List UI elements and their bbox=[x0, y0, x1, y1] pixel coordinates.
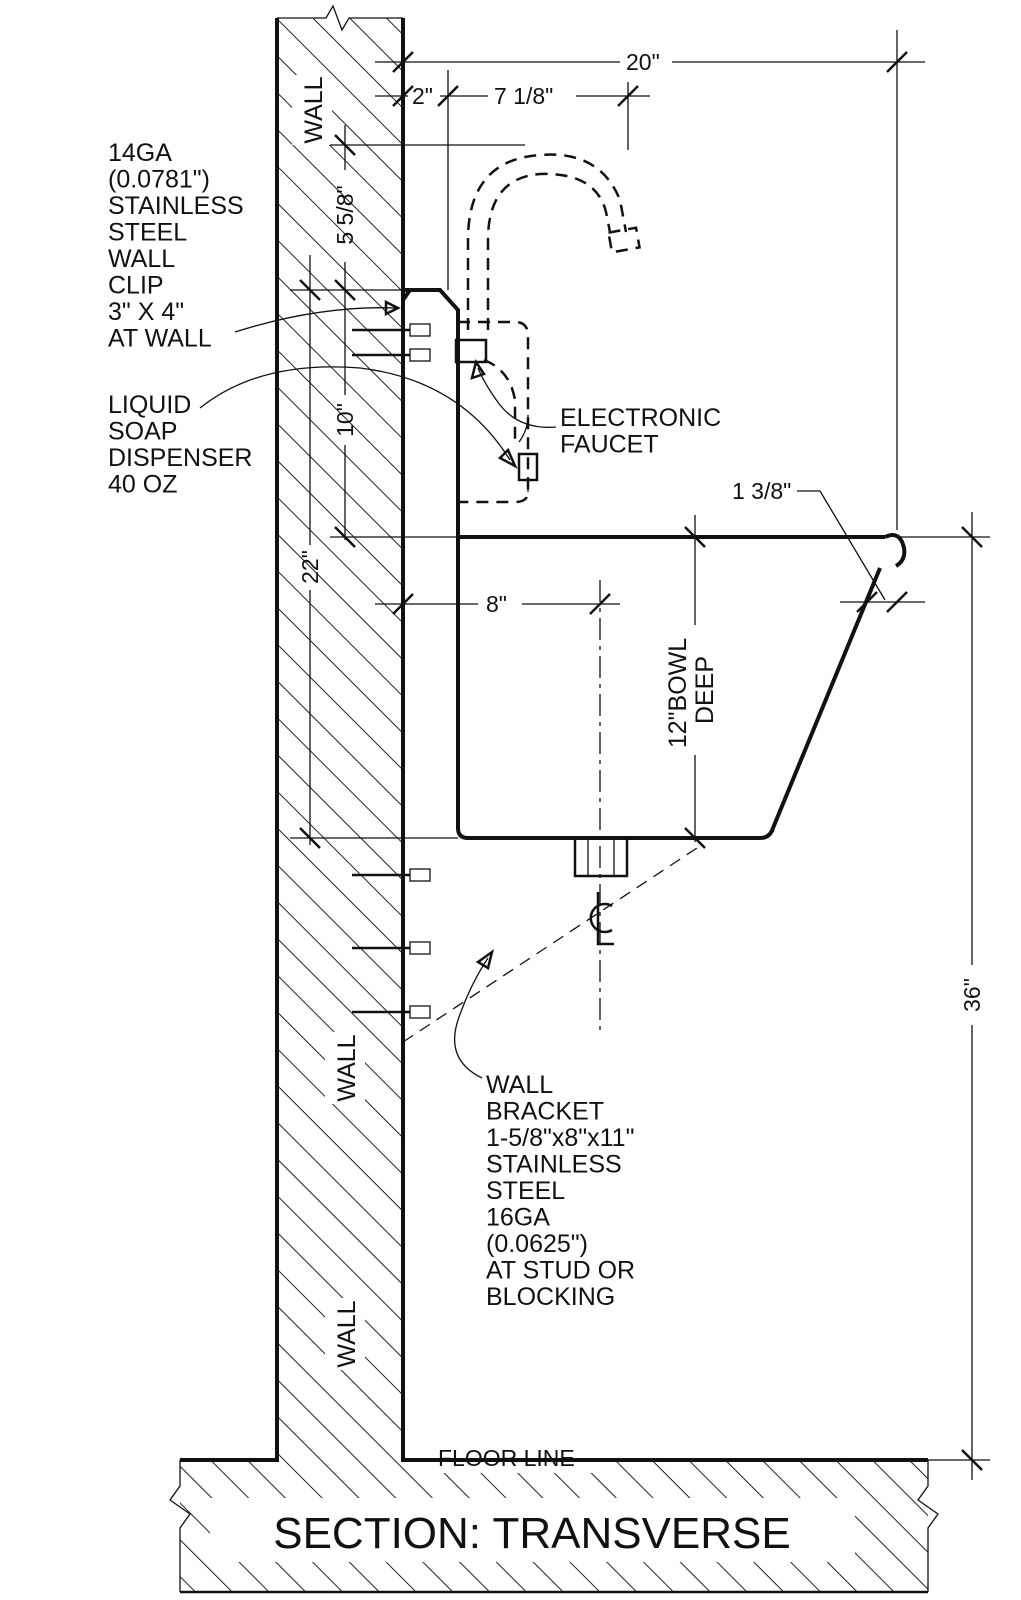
leader-lines bbox=[199, 299, 557, 1079]
electronic-faucet bbox=[454, 153, 641, 504]
dimension-lines bbox=[290, 30, 990, 1480]
drain-fitting bbox=[573, 836, 629, 878]
note-wall-bracket: WALL BRACKET 1-5/8"x8"x11" STAINLESS STE… bbox=[486, 1071, 642, 1311]
note-wall-clip: 14GA (0.0781") STAINLESS STEEL WALL CLIP… bbox=[108, 139, 251, 353]
wall-label-mid: WALL bbox=[333, 1034, 361, 1101]
dim-spout-reach: 7 1/8" bbox=[494, 83, 553, 109]
dim-drain-offset: 8" bbox=[486, 591, 507, 617]
dim-clip-to-rim: 10" bbox=[332, 403, 358, 437]
screw-2 bbox=[352, 348, 431, 362]
note-bowl-depth: 12"BOWL DEEP bbox=[664, 632, 719, 748]
wall bbox=[169, 4, 939, 1594]
screw-1 bbox=[352, 323, 431, 337]
wall-label-low: WALL bbox=[333, 1300, 361, 1367]
note-electronic-faucet: ELECTRONIC FAUCET bbox=[560, 404, 728, 459]
drain-centerline bbox=[589, 580, 614, 1035]
dim-faucet-offset: 2" bbox=[412, 83, 433, 109]
dim-faucet-height: 5 5/8" bbox=[332, 185, 358, 244]
soap-dispenser bbox=[517, 414, 539, 492]
sink-bowl bbox=[401, 288, 907, 840]
screw-5 bbox=[352, 1005, 431, 1019]
dim-rim-roll: 1 3/8" bbox=[732, 478, 791, 504]
screw-4 bbox=[352, 941, 431, 955]
screw-3 bbox=[352, 868, 431, 882]
wall-label-top: WALL bbox=[300, 76, 328, 143]
note-soap-dispenser: LIQUID SOAP DISPENSER 40 OZ bbox=[108, 391, 259, 499]
wall-bracket-line bbox=[402, 845, 701, 1043]
floor-line-label: FLOOR LINE bbox=[438, 1445, 575, 1471]
dim-rim-height: 36" bbox=[959, 978, 985, 1012]
dim-wall-to-rim-total: 22" bbox=[297, 550, 323, 584]
drawing-title: SECTION: TRANSVERSE bbox=[273, 1509, 791, 1558]
anchor-screws bbox=[352, 323, 431, 1019]
dim-overall-depth: 20" bbox=[626, 49, 660, 75]
